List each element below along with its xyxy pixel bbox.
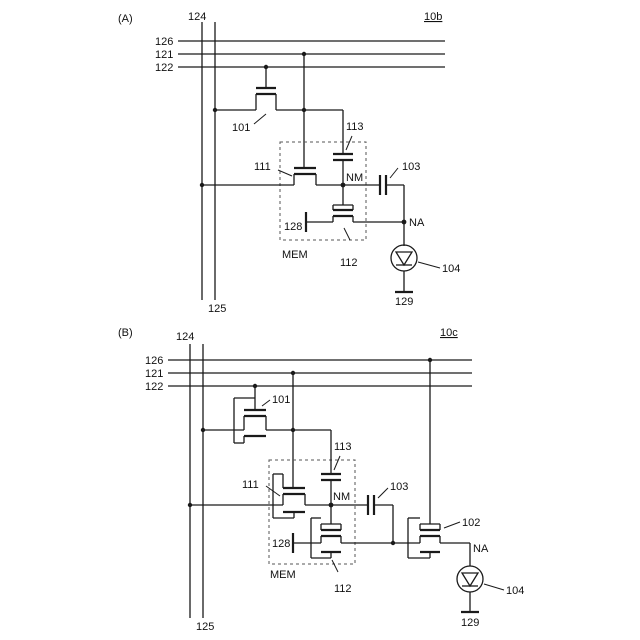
panel-a-label-125: 125 [208, 303, 226, 315]
panel-a-led-104 [391, 222, 440, 292]
panel-b-label-112: 112 [334, 583, 352, 595]
panel-b-label-mem: MEM [270, 569, 296, 581]
panel-a-label-126: 126 [155, 36, 173, 48]
panel-a-label-nm: NM [346, 172, 363, 184]
panel-b-transistor-111 [188, 474, 331, 518]
panel-a-label-122: 122 [155, 62, 173, 74]
panel-a-label-121: 121 [155, 49, 173, 61]
panel-b-label: (B) [118, 327, 133, 339]
panel-b-label-124: 124 [176, 331, 194, 343]
panel-b-label-125: 125 [196, 621, 214, 633]
panel-b-label-113: 113 [334, 441, 352, 453]
panel-b-label-128: 128 [272, 538, 290, 550]
panel-a-label-na: NA [409, 217, 425, 229]
panel-a-transistor-111 [200, 168, 343, 187]
panel-a-label-124: 124 [188, 11, 206, 23]
panel-b-label-126: 126 [145, 355, 163, 367]
panel-a-label-129: 129 [395, 296, 413, 308]
panel-b-label-129: 129 [461, 617, 479, 629]
panel-b-label-111: 111 [242, 479, 259, 491]
panel-b-label-101: 101 [272, 394, 290, 406]
panel-b-figure-id: 10c [440, 327, 458, 339]
panel-a-label-128: 128 [284, 221, 302, 233]
panel-b-transistor-101 [201, 384, 293, 443]
panel-b-label-102: 102 [462, 517, 480, 529]
panel-b: (B) 10c 124 125 126 121 122 [118, 327, 524, 633]
panel-b-transistor-112 [293, 505, 393, 572]
panel-b-label-122: 122 [145, 381, 163, 393]
panel-a-label-101: 101 [232, 122, 250, 134]
panel-b-label-104: 104 [506, 585, 524, 597]
panel-a-label-111: 111 [254, 161, 271, 173]
panel-a-label-mem: MEM [282, 249, 308, 261]
panel-a-transistor-101 [213, 65, 304, 124]
panel-a-transistor-112 [306, 185, 404, 240]
panel-b-transistor-102 [393, 358, 470, 558]
panel-b-label-na: NA [473, 543, 489, 555]
panel-b-label-103: 103 [390, 481, 408, 493]
panel-a-figure-id: 10b [424, 11, 442, 23]
panel-b-label-121: 121 [145, 368, 163, 380]
panel-a-label: (A) [118, 13, 133, 25]
panel-b-label-nm: NM [333, 491, 350, 503]
panel-a-label-103: 103 [402, 161, 420, 173]
panel-a-label-113: 113 [346, 121, 364, 133]
panel-a: (A) 10b 124 125 126 121 122 101 [118, 11, 460, 315]
panel-a-label-104: 104 [442, 263, 460, 275]
panel-a-label-112: 112 [340, 257, 358, 269]
